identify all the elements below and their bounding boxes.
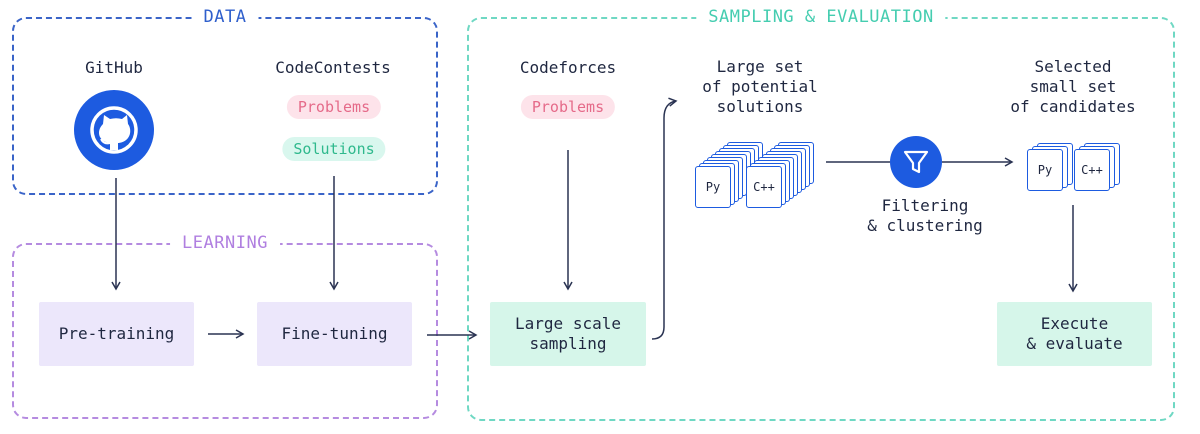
cpp-candidate-front-card: C++ (1074, 149, 1110, 191)
codecontests-problems-pill: Problems (286, 95, 382, 119)
pretraining-box: Pre-training (39, 302, 194, 366)
selected-candidates-label: Selected small set of candidates (1010, 57, 1136, 116)
execute-evaluate-label: Execute & evaluate (1026, 314, 1123, 353)
filter-icon (890, 136, 942, 188)
large-scale-sampling-label: Large scale sampling (515, 314, 621, 353)
codeforces-problems-pill: Problems (520, 95, 616, 119)
github-label: GitHub (85, 58, 143, 77)
py-candidate-front-card: Py (1027, 149, 1063, 191)
github-icon (74, 90, 154, 170)
large-scale-sampling-box: Large scale sampling (490, 302, 646, 366)
codecontests-label: CodeContests (275, 58, 391, 77)
pretraining-label: Pre-training (58, 324, 175, 343)
cpp-solution-front-card: C++ (746, 166, 782, 208)
execute-evaluate-box: Execute & evaluate (997, 302, 1152, 366)
codecontests-solutions-pill: Solutions (282, 137, 386, 161)
finetuning-box: Fine-tuning (257, 302, 412, 366)
sampling-section-title: SAMPLING & EVALUATION (696, 7, 946, 27)
filtering-clustering-label: Filtering & clustering (867, 196, 983, 235)
codeforces-label: Codeforces (519, 58, 617, 77)
learning-section-title: LEARNING (170, 233, 280, 253)
potential-solutions-label: Large set of potential solutions (702, 57, 818, 116)
finetuning-label: Fine-tuning (281, 324, 388, 343)
data-section-title: DATA (191, 7, 259, 27)
py-solution-front-card: Py (695, 166, 731, 208)
